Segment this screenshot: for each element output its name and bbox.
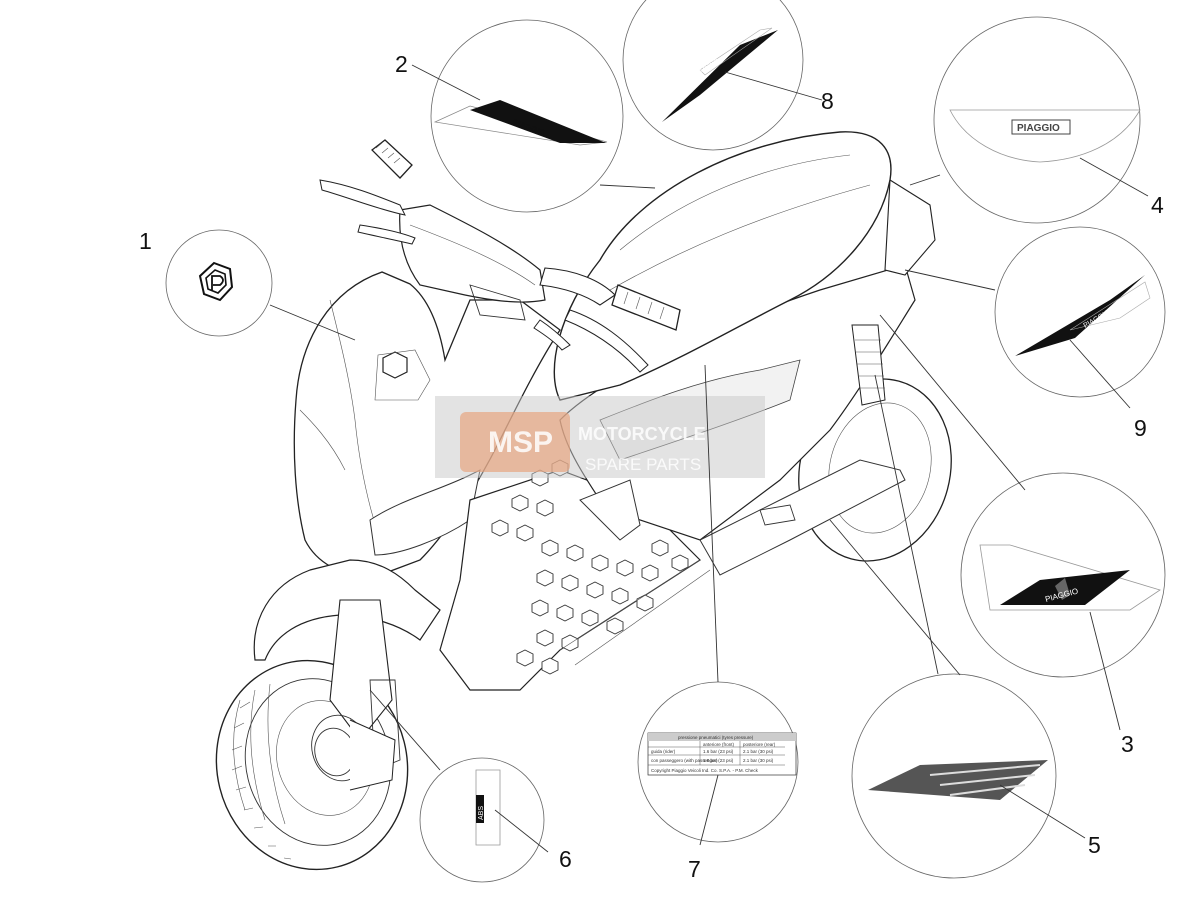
tyre-label-col-front: anteriore (front) (703, 742, 735, 747)
right-grip (611, 284, 681, 331)
callout-3: 3 (1121, 731, 1134, 757)
detail-circle-3: PIAGGIO (879, 314, 1166, 731)
watermark: MSP MOTORCYCLE SPARE PARTS (435, 396, 765, 478)
detail-circle-2: PIAGGIO (411, 19, 656, 213)
piaggio-emblem-icon (198, 261, 234, 302)
watermark-line2: SPARE PARTS (585, 455, 701, 474)
callout-6: 6 (559, 846, 572, 872)
tyre-label-row2-rear: 2.1 bar (30 psi) (743, 758, 774, 763)
callout-2: 2 (395, 51, 408, 77)
watermark-logo: MSP (488, 426, 553, 459)
tyre-label-footer: Copyright Piaggio Veicoli Ind. Co. S.P.A… (651, 768, 759, 773)
callout-labels: 1 2 3 4 5 6 7 8 9 (139, 51, 1164, 882)
tyre-label-row1-front: 1.6 bar (23 psi) (703, 749, 734, 754)
watermark-line1: MOTORCYCLE (578, 424, 706, 444)
tyre-label-row1-rear: 2.1 bar (30 psi) (743, 749, 774, 754)
handlebar-cover (399, 204, 546, 303)
shield-hex-emblem (382, 351, 408, 379)
detail-circle-7: pressione pneumatici (tyres pressure) an… (637, 364, 799, 846)
tyre-label-col-rear: posteriore (rear) (743, 742, 776, 747)
decal-6-abs: ABS (478, 806, 485, 820)
callout-7: 7 (688, 856, 701, 882)
callout-1: 1 (139, 228, 152, 254)
front-wheel (215, 659, 409, 871)
callout-5: 5 (1088, 832, 1101, 858)
decal-4-wordmark: PIAGGIO (1017, 123, 1060, 134)
callout-9: 9 (1134, 415, 1147, 441)
callout-8: 8 (821, 88, 834, 114)
detail-circle-9: PIAGGIO (904, 226, 1166, 409)
detail-circle-4: PIAGGIO (909, 16, 1149, 224)
tyre-label-row2: con passeggero (with passenger) (651, 758, 718, 763)
tyre-label-row2-front: 1.6 bar (23 psi) (703, 758, 734, 763)
footboard-hex-pattern (491, 459, 689, 675)
left-grip (371, 139, 413, 179)
detail-circle-6: ABS (369, 689, 549, 883)
detail-circle-1 (165, 229, 356, 341)
callout-4: 4 (1151, 192, 1164, 218)
seat (553, 131, 892, 401)
tyre-label-row1: guida (rider) (651, 749, 676, 754)
tyre-label-title: pressione pneumatici (tyres pressure) (678, 735, 754, 740)
detail-circle-5 (829, 374, 1086, 879)
front-fork (329, 599, 393, 741)
detail-circle-8: PIAGGIO (622, 0, 823, 151)
